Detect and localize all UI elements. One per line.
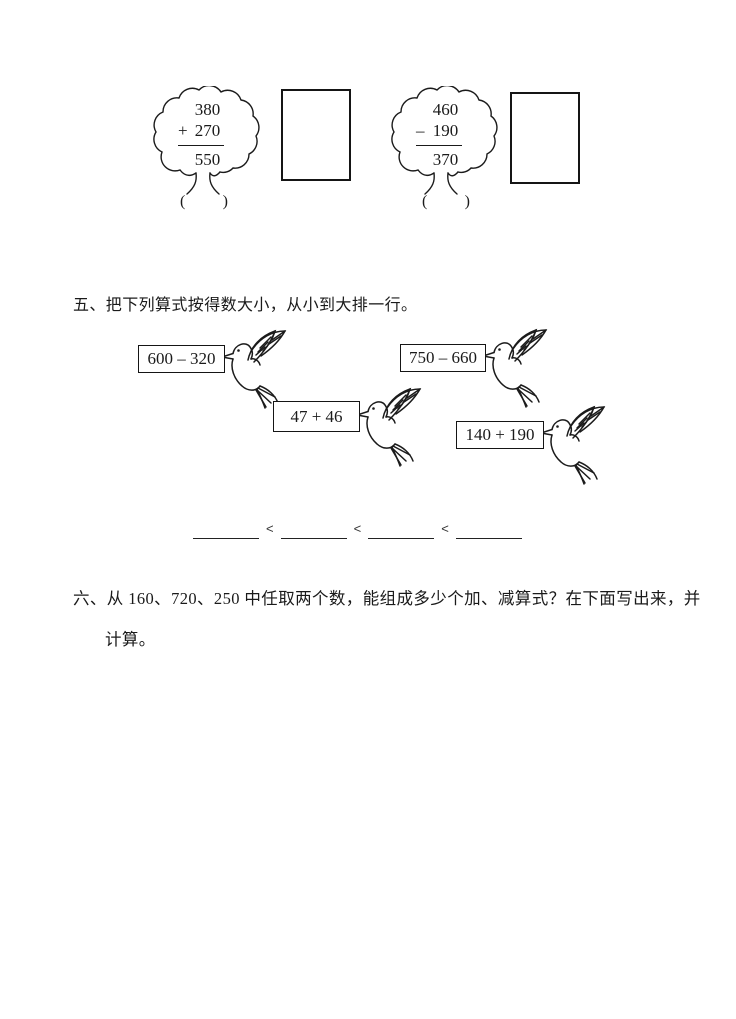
expression-text: 47 + 46 [290, 406, 343, 426]
paren-open: ( [422, 193, 428, 210]
operator-sign: – [416, 121, 425, 140]
section-five-heading: 五、把下列算式按得数大小，从小到大排一行。 [73, 297, 418, 314]
expression-text: 140 + 190 [465, 425, 535, 444]
dove-icon [222, 330, 286, 409]
operand-row: + 270 [178, 120, 224, 146]
dove-icon [483, 329, 547, 408]
operand-bottom: 270 [194, 121, 221, 140]
less-than-symbol: < [266, 521, 274, 536]
correction-box-1[interactable] [281, 89, 351, 181]
ordering-answer-row: < < < [193, 522, 522, 539]
paren-close: ) [464, 193, 470, 210]
operand-row: – 190 [416, 120, 462, 146]
expression-card-3: 47 + 46 [273, 401, 360, 432]
less-than-symbol: < [441, 521, 449, 536]
writing-area[interactable] [0, 660, 736, 1019]
vertical-calculation-2: 460 – 190 370 [416, 99, 462, 170]
paren-close: ) [222, 193, 228, 210]
operand-top: 380 [194, 100, 221, 119]
section-six-heading-line2: 计算。 [105, 630, 156, 649]
section-six-heading-line1: 六、从 160、720、250 中任取两个数，能组成多少个加、减算式？在下面写出… [73, 589, 701, 608]
stated-result: 370 [432, 150, 459, 169]
judgment-parentheses-2[interactable]: ( ) [422, 192, 470, 212]
correction-box-2[interactable] [510, 92, 580, 184]
expression-text: 750 – 660 [409, 348, 477, 367]
dove-icon [541, 406, 605, 485]
answer-blank-2[interactable] [280, 522, 347, 539]
less-than-symbol: < [353, 521, 362, 536]
expression-text: 600 – 320 [147, 349, 216, 368]
answer-blank-4[interactable] [455, 522, 522, 539]
judgment-parentheses-1[interactable]: ( ) [180, 192, 228, 212]
result-row: 550 [178, 149, 224, 170]
operand-bottom: 190 [432, 121, 459, 140]
vertical-calculation-1: 380 + 270 550 [178, 99, 224, 170]
expression-card-4: 140 + 190 [456, 421, 544, 449]
tree-problem-1: 380 + 270 550 ( ) [150, 86, 265, 216]
answer-blank-3[interactable] [368, 522, 435, 539]
result-row: 370 [416, 149, 462, 170]
stated-result: 550 [194, 150, 221, 169]
operand-top: 460 [432, 100, 459, 119]
paren-open: ( [180, 193, 186, 210]
tree-problem-2: 460 – 190 370 ( ) [388, 86, 503, 216]
expression-card-2: 750 – 660 [400, 344, 486, 372]
operand-row: 460 [416, 99, 462, 120]
expression-card-1: 600 – 320 [138, 345, 225, 373]
operand-row: 380 [178, 99, 224, 120]
answer-blank-1[interactable] [193, 522, 259, 539]
dove-icon [357, 388, 421, 467]
operator-sign: + [178, 121, 188, 140]
